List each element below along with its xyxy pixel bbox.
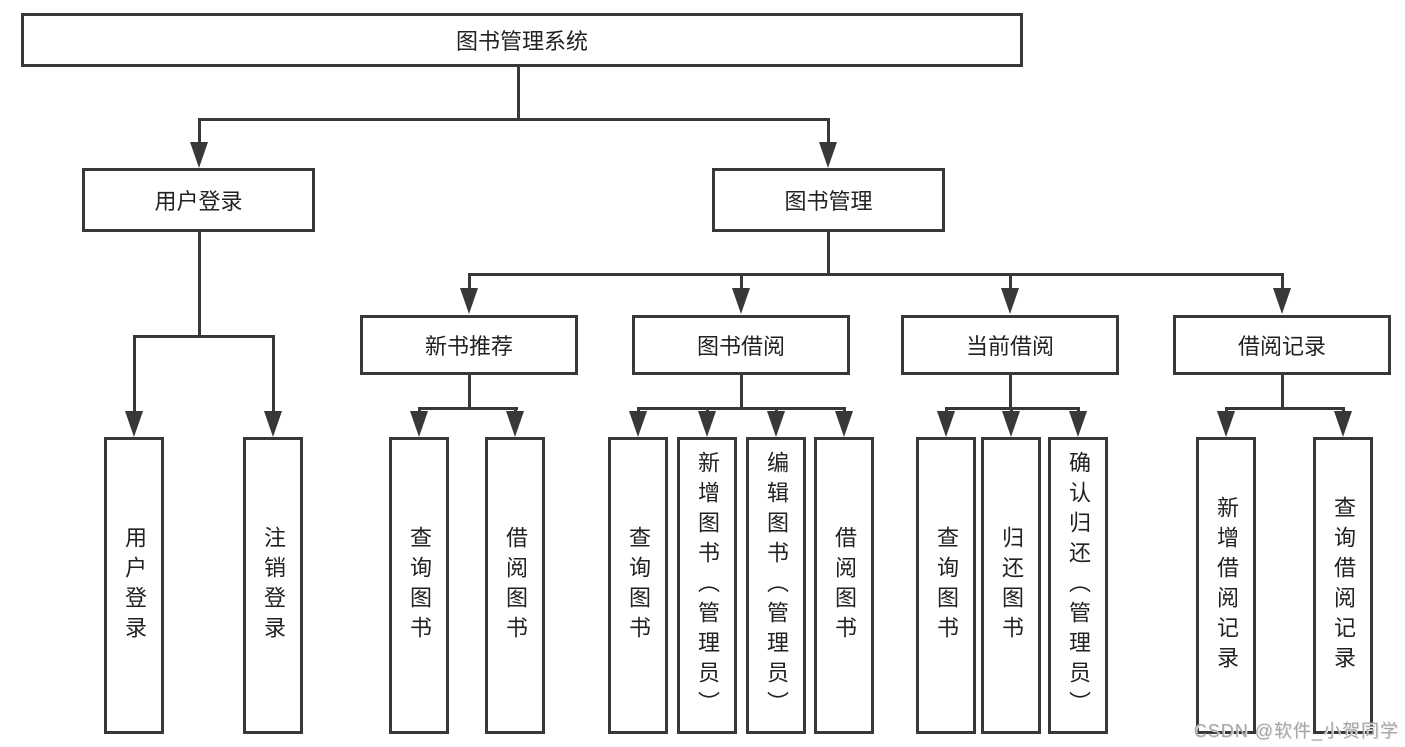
leaf-current-query-books-label: 查询图书 bbox=[934, 525, 959, 646]
arrowhead-records bbox=[1273, 288, 1291, 314]
node-book-borrowing: 图书借阅 bbox=[632, 315, 850, 375]
leaf-current-query-books: 查询图书 bbox=[916, 437, 976, 734]
connector-records-drop bbox=[1281, 273, 1284, 291]
connector-current-drop bbox=[1009, 273, 1012, 291]
node-current-borrowing-label: 当前借阅 bbox=[965, 334, 1054, 359]
leaf-borrowing-query-books: 查询图书 bbox=[608, 437, 668, 734]
connector-borrowing-drop bbox=[740, 273, 743, 291]
leaf-current-return-books-label: 归还图书 bbox=[999, 525, 1024, 646]
node-borrowing-records: 借阅记录 bbox=[1173, 315, 1391, 375]
leaf-newbook-query-books: 查询图书 bbox=[389, 437, 449, 734]
leaf-records-query-record: 查询借阅记录 bbox=[1313, 437, 1373, 734]
connector-book-mgmt-stem bbox=[827, 232, 830, 273]
arrowhead-bw-query bbox=[629, 411, 647, 437]
arrowhead-borrowing bbox=[732, 288, 750, 314]
leaf-user-login: 用户登录 bbox=[104, 437, 164, 734]
connector-level3-rail bbox=[468, 273, 1284, 276]
arrowhead-bw-edit bbox=[767, 411, 785, 437]
node-root: 图书管理系统 bbox=[21, 13, 1023, 67]
connector-book-mgmt-drop bbox=[827, 118, 830, 146]
leaf-borrowing-add-books-admin-label: 新增图书（管理员） bbox=[695, 450, 720, 721]
leaf-current-confirm-return-admin-label: 确认归还（管理员） bbox=[1066, 450, 1091, 721]
connector-logout-drop bbox=[272, 335, 275, 413]
node-root-label: 图书管理系统 bbox=[455, 29, 588, 54]
csdn-watermark: CSDN @软件_小贺同学 bbox=[1193, 721, 1399, 741]
leaf-records-query-record-label: 查询借阅记录 bbox=[1331, 495, 1356, 676]
node-new-book-recommend: 新书推荐 bbox=[360, 315, 578, 375]
leaf-newbook-query-books-label: 查询图书 bbox=[407, 525, 432, 646]
arrowhead-nb-query bbox=[410, 411, 428, 437]
arrowhead-cur-return bbox=[1002, 411, 1020, 437]
connector-user-login-drop bbox=[198, 118, 201, 146]
arrowhead-current bbox=[1001, 288, 1019, 314]
leaf-borrowing-query-books-label: 查询图书 bbox=[626, 525, 651, 646]
node-user-login: 用户登录 bbox=[82, 168, 315, 232]
leaf-logout-label: 注销登录 bbox=[261, 525, 286, 646]
node-book-management: 图书管理 bbox=[712, 168, 945, 232]
connector-user-login-stem bbox=[198, 232, 201, 335]
arrowhead-cur-confirm bbox=[1069, 411, 1087, 437]
node-book-management-label: 图书管理 bbox=[784, 189, 873, 214]
connector-new-books-stem bbox=[468, 375, 471, 407]
arrowhead-login bbox=[125, 411, 143, 437]
leaf-borrowing-borrow-books: 借阅图书 bbox=[814, 437, 874, 734]
arrowhead-bw-add bbox=[698, 411, 716, 437]
arrowhead-nb-borrow bbox=[506, 411, 524, 437]
connector-level2-rail bbox=[198, 118, 830, 121]
node-current-borrowing: 当前借阅 bbox=[901, 315, 1119, 375]
arrowhead-bw-borrow bbox=[835, 411, 853, 437]
arrowhead-logout bbox=[264, 411, 282, 437]
leaf-borrowing-edit-books-admin: 编辑图书（管理员） bbox=[746, 437, 806, 734]
node-borrowing-records-label: 借阅记录 bbox=[1237, 334, 1326, 359]
node-user-login-label: 用户登录 bbox=[154, 189, 243, 214]
arrowhead-book-mgmt bbox=[819, 142, 837, 168]
connector-current-stem bbox=[1009, 375, 1012, 407]
leaf-logout: 注销登录 bbox=[243, 437, 303, 734]
leaf-borrowing-add-books-admin: 新增图书（管理员） bbox=[677, 437, 737, 734]
connector-borrowing-rail bbox=[637, 407, 846, 410]
arrowhead-new-books bbox=[460, 288, 478, 314]
connector-borrowing-stem bbox=[740, 375, 743, 407]
leaf-borrowing-edit-books-admin-label: 编辑图书（管理员） bbox=[764, 450, 789, 721]
leaf-user-login-label: 用户登录 bbox=[122, 525, 147, 646]
leaf-current-return-books: 归还图书 bbox=[981, 437, 1041, 734]
leaf-records-add-record-label: 新增借阅记录 bbox=[1214, 495, 1239, 676]
connector-records-rail bbox=[1225, 407, 1345, 410]
arrowhead-user-login bbox=[190, 142, 208, 168]
arrowhead-rec-add bbox=[1217, 411, 1235, 437]
leaf-borrowing-borrow-books-label: 借阅图书 bbox=[832, 525, 857, 646]
node-new-book-recommend-label: 新书推荐 bbox=[424, 334, 513, 359]
connector-user-login-rail bbox=[133, 335, 275, 338]
node-book-borrowing-label: 图书借阅 bbox=[696, 334, 785, 359]
connector-login-drop bbox=[133, 335, 136, 413]
leaf-current-confirm-return-admin: 确认归还（管理员） bbox=[1048, 437, 1108, 734]
connector-new-books-drop bbox=[468, 273, 471, 291]
connector-root-stem bbox=[517, 67, 520, 118]
arrowhead-rec-query bbox=[1334, 411, 1352, 437]
connector-new-books-rail bbox=[418, 407, 518, 410]
arrowhead-cur-query bbox=[937, 411, 955, 437]
connector-records-stem bbox=[1281, 375, 1284, 407]
leaf-newbook-borrow-books: 借阅图书 bbox=[485, 437, 545, 734]
leaf-newbook-borrow-books-label: 借阅图书 bbox=[503, 525, 528, 646]
leaf-records-add-record: 新增借阅记录 bbox=[1196, 437, 1256, 734]
